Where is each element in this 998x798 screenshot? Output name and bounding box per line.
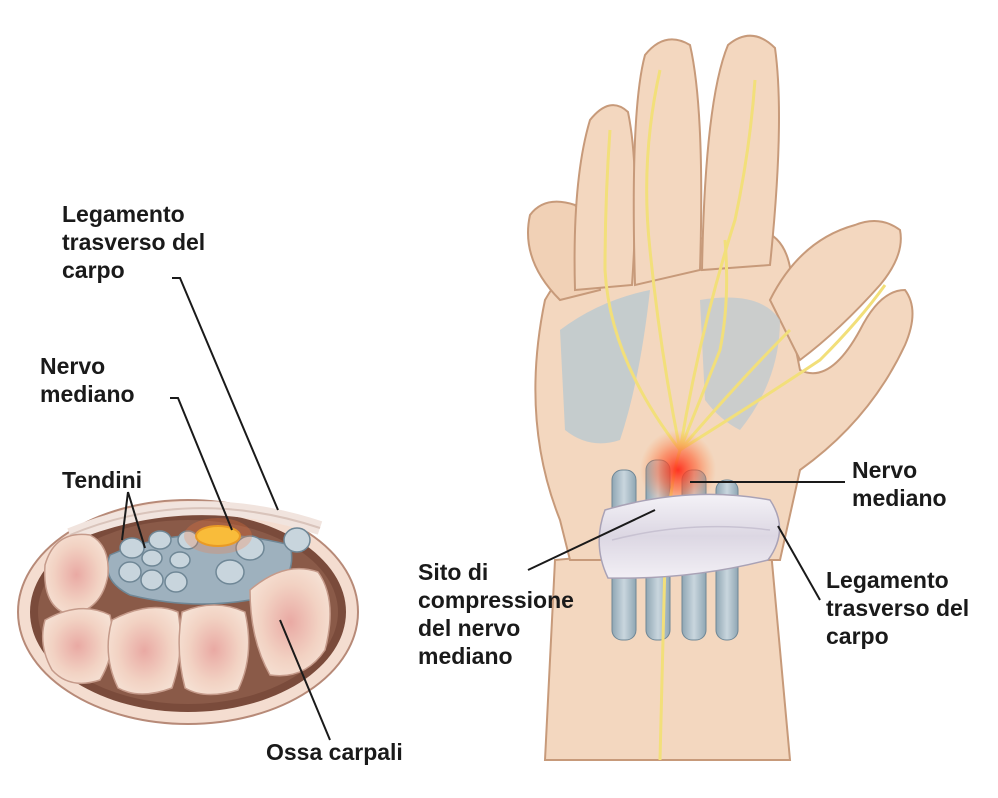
- carpal-bones-group: [41, 533, 331, 696]
- label-compression-site: Sito di compressione del nervo mediano: [418, 559, 574, 669]
- leader-carpal-bones: [279, 619, 331, 741]
- label-ligament-left: Legamento trasverso del carpo: [62, 201, 206, 283]
- leader-compression: [527, 509, 656, 571]
- tendons-group: [118, 527, 311, 593]
- hand-illustration: [527, 34, 914, 761]
- leader-nerve-left: [170, 397, 233, 531]
- leader-lines: [121, 277, 845, 741]
- compression-glow: [640, 430, 716, 510]
- label-carpal-bones: Ossa carpali: [266, 739, 403, 765]
- label-nerve-left: Nervo mediano: [40, 353, 135, 407]
- leader-tendons: [121, 491, 146, 549]
- wrist-cross-section: [17, 499, 359, 725]
- median-nerve-cross-section: [195, 525, 241, 547]
- leader-ligament-right: [777, 525, 821, 601]
- label-nerve-right: Nervo mediano: [852, 457, 947, 511]
- label-tendons: Tendini: [62, 467, 143, 493]
- label-ligament-right: Legamento trasverso del carpo: [826, 567, 970, 649]
- leader-ligament-left: [172, 277, 279, 511]
